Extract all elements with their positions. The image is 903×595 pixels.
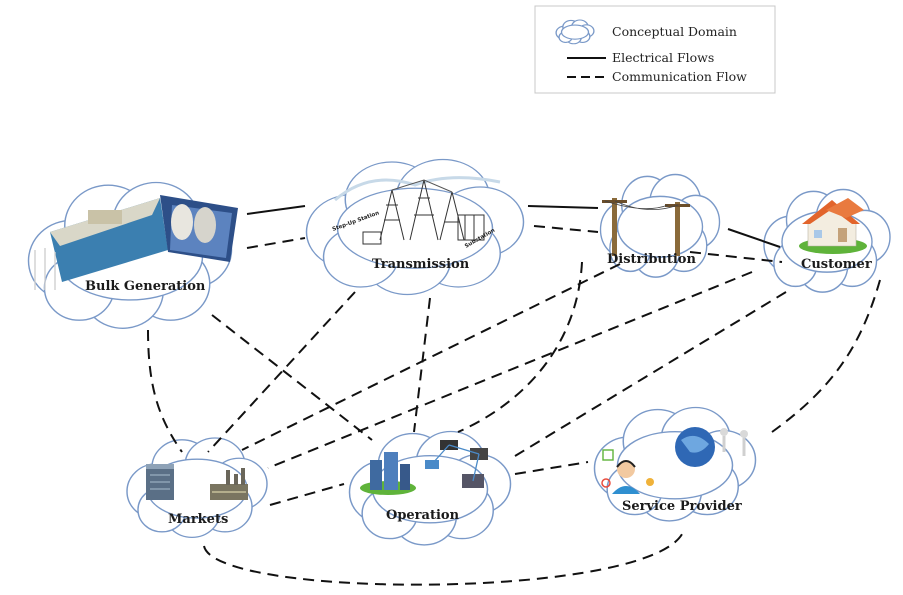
factory-icon <box>210 468 248 500</box>
comm-distribution-operation <box>457 261 583 433</box>
comm-operation-service-provider <box>514 461 589 475</box>
label-service-provider: Service Provider <box>622 499 742 514</box>
utility-pole-icon <box>602 198 690 256</box>
support-agent-icon <box>601 449 654 494</box>
comm-distribution-markets <box>241 263 621 451</box>
legend-electrical-flows: Electrical Flows <box>612 50 714 65</box>
transmission-tower-icon <box>334 176 501 245</box>
communication-flows <box>147 225 881 586</box>
comm-customer-service-provider <box>771 279 881 433</box>
elec-bulk-transmission <box>246 205 306 215</box>
globe-people-icon <box>675 427 748 467</box>
comm-transmission-operation <box>413 297 431 433</box>
legend: Conceptual Domain Electrical Flows Commu… <box>534 5 776 94</box>
comm-markets-operation <box>269 483 345 506</box>
comm-transmission-distribution <box>533 225 599 233</box>
legend-communication-flow: Communication Flow <box>612 69 747 84</box>
label-markets: Markets <box>168 512 228 527</box>
power-plant-icon <box>34 195 238 290</box>
label-customer: Customer <box>801 257 872 272</box>
comm-bulk-transmission <box>246 237 306 249</box>
comm-transmission-markets <box>207 291 356 453</box>
elec-distribution-customer <box>727 228 781 248</box>
legend-conceptual-domain: Conceptual Domain <box>612 24 737 39</box>
electrical-flows <box>246 205 781 248</box>
comm-markets-service-provider <box>203 529 685 586</box>
comm-customer-markets <box>267 271 753 469</box>
server-network-icon <box>360 440 488 495</box>
comm-bulk-operation <box>211 314 373 441</box>
label-bulk-generation: Bulk Generation <box>85 279 206 294</box>
label-distribution: Distribution <box>607 252 696 267</box>
comm-bulk-markets <box>147 329 183 453</box>
house-icon <box>799 198 867 254</box>
label-transmission: Transmission <box>372 257 470 272</box>
comm-distribution-customer <box>689 251 783 263</box>
building-icon <box>146 464 174 500</box>
label-operation: Operation <box>386 508 460 523</box>
elec-transmission-distribution <box>527 205 599 209</box>
